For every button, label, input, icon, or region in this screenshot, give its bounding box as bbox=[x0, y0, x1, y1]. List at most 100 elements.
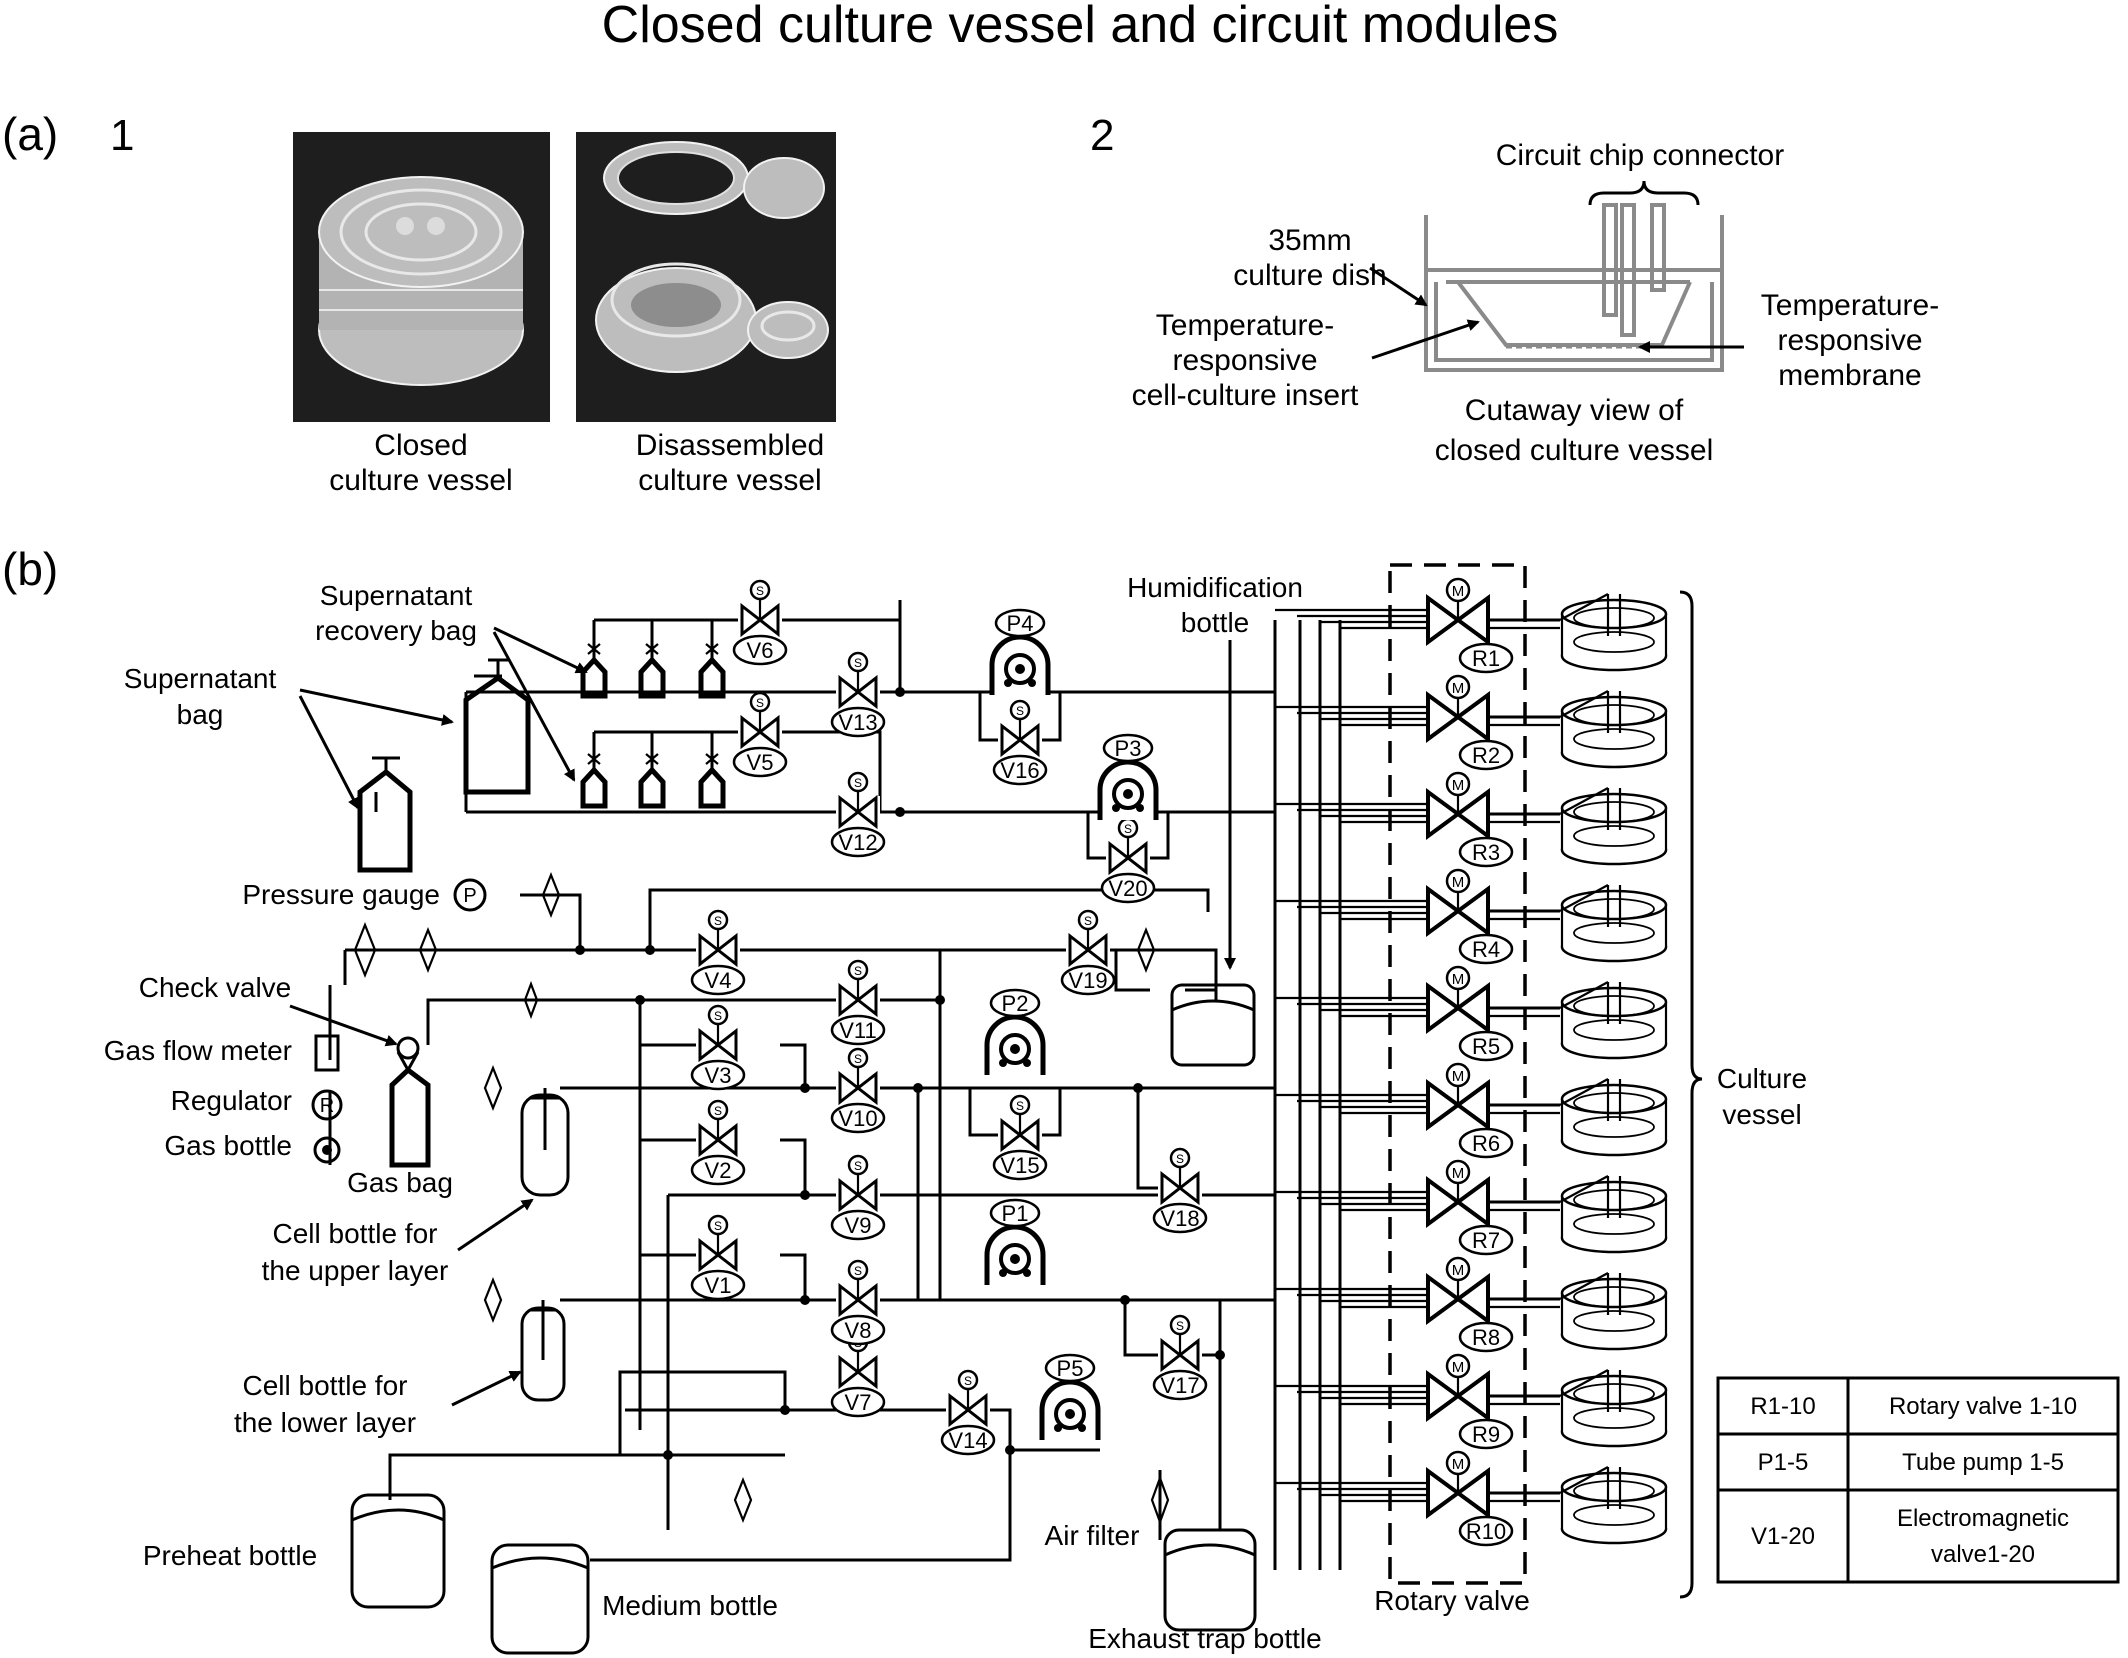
valve-v3: SV3 bbox=[690, 1004, 746, 1091]
motor-label: M bbox=[1452, 680, 1465, 697]
valve-label-v19: V19 bbox=[1068, 968, 1107, 993]
pump-label-p2: P2 bbox=[1002, 991, 1029, 1016]
pump-label-p1: P1 bbox=[1002, 1201, 1029, 1226]
cutaway-label-line1: Cutaway view of bbox=[1465, 394, 1684, 427]
humidification-bottle bbox=[1170, 983, 1256, 1067]
solenoid-label: S bbox=[854, 1264, 862, 1278]
solenoid-label: S bbox=[756, 584, 764, 598]
rotary-label-6: R6 bbox=[1472, 1131, 1500, 1156]
cell-bottle-upper-label-line1: Cell bottle for bbox=[273, 1218, 438, 1249]
disassembled-vessel-caption-line1: Disassembled bbox=[636, 429, 824, 462]
preheat-bottle bbox=[350, 1493, 446, 1609]
valve-label-v14: V14 bbox=[948, 1428, 987, 1453]
exhaust-trap-bottle-label: Exhaust trap bottle bbox=[1088, 1623, 1321, 1654]
valve-label-v11: V11 bbox=[839, 1018, 877, 1043]
rotary-valve-8: MR8 bbox=[1275, 1256, 1560, 1353]
solenoid-label: S bbox=[714, 914, 722, 928]
culture-vessel-label-line2: vessel bbox=[1722, 1099, 1801, 1130]
rotary-valve-1: MR1 bbox=[1275, 577, 1560, 674]
rotary-label-7: R7 bbox=[1472, 1228, 1500, 1253]
solenoid-label: S bbox=[714, 1104, 722, 1118]
solenoid-label: S bbox=[854, 656, 862, 670]
culture-vessel-4 bbox=[1559, 884, 1668, 963]
rotary-label-2: R2 bbox=[1472, 743, 1500, 768]
solenoid-label: S bbox=[854, 776, 862, 790]
cutaway-label-line2: closed culture vessel bbox=[1435, 434, 1713, 467]
valve-label-v10: V10 bbox=[838, 1106, 877, 1131]
air-filter-label: Air filter bbox=[1045, 1520, 1140, 1551]
pump-label-p3: P3 bbox=[1115, 736, 1142, 761]
recovery-bag bbox=[638, 643, 666, 699]
rotary-valve-9: MR9 bbox=[1275, 1353, 1560, 1450]
valve-label-v5: V5 bbox=[747, 750, 774, 775]
motor-label: M bbox=[1452, 971, 1465, 988]
membrane-label-line3: membrane bbox=[1778, 359, 1921, 392]
solenoid-label: S bbox=[1176, 1319, 1184, 1333]
humidification-bottle-label-line2: bottle bbox=[1181, 607, 1250, 638]
regulator-label: Regulator bbox=[171, 1085, 292, 1116]
rotary-label-1: R1 bbox=[1472, 646, 1500, 671]
valve-label-v8: V8 bbox=[845, 1318, 872, 1343]
valve-label-v1: V1 bbox=[705, 1273, 732, 1298]
supernatant-bag-small bbox=[357, 756, 413, 873]
culture-vessel-6 bbox=[1559, 1078, 1668, 1157]
dish-label-line1: 35mm bbox=[1268, 224, 1351, 257]
rotary-valve-2: M R2 bbox=[1275, 674, 1560, 771]
motor-label: M bbox=[1452, 1456, 1465, 1473]
motor-label: M bbox=[1452, 777, 1465, 794]
gas-bottle bbox=[313, 1136, 341, 1164]
solenoid-label: S bbox=[1016, 704, 1024, 718]
valve-label-v18: V18 bbox=[1160, 1206, 1199, 1231]
panel-a1-number: 1 bbox=[110, 111, 134, 160]
closed-vessel-caption-line1: Closed bbox=[374, 429, 467, 462]
disassembled-vessel-photo bbox=[576, 132, 836, 422]
valve-label-v7: V7 bbox=[845, 1390, 872, 1415]
solenoid-label: S bbox=[854, 964, 862, 978]
valve-label-v17: V17 bbox=[1160, 1373, 1199, 1398]
rotary-label-8: R8 bbox=[1472, 1325, 1500, 1350]
valve-v10: S V10 bbox=[830, 1047, 886, 1134]
panel-a-label: (a) bbox=[2, 108, 58, 160]
culture-vessel-9 bbox=[1559, 1369, 1668, 1448]
pressure-gauge-label: Pressure gauge bbox=[242, 879, 440, 910]
valve-v5: S V5 bbox=[732, 691, 788, 778]
supernatant-bag-label-line1: Supernatant bbox=[124, 663, 277, 694]
valve-v11: S V11 bbox=[830, 959, 886, 1046]
legend-desc-1: Rotary valve 1-10 bbox=[1889, 1393, 2077, 1420]
solenoid-label: S bbox=[1084, 914, 1092, 928]
closed-vessel-caption-line2: culture vessel bbox=[329, 464, 512, 497]
motor-label: M bbox=[1452, 1165, 1465, 1182]
closed-vessel-photo bbox=[293, 132, 550, 422]
rotary-valve-10: M R10 bbox=[1275, 1450, 1560, 1547]
solenoid-label: S bbox=[964, 1374, 972, 1388]
supernatant-recovery-bag-label-line1: Supernatant bbox=[320, 580, 473, 611]
membrane-label-line1: Temperature- bbox=[1761, 289, 1939, 322]
valve-v2: S V2 bbox=[690, 1099, 746, 1186]
rotary-valve-4: MR4 bbox=[1275, 868, 1560, 965]
circuit-pipes bbox=[328, 600, 1342, 1570]
valve-label-v20: V20 bbox=[1108, 876, 1147, 901]
disassembled-vessel-caption-line2: culture vessel bbox=[638, 464, 821, 497]
filter-symbols bbox=[353, 872, 1170, 1526]
insert-label-line1: Temperature- bbox=[1156, 309, 1334, 342]
valve-v7: SV7 bbox=[830, 1331, 886, 1418]
culture-vessel-8 bbox=[1559, 1272, 1668, 1351]
cell-bottle-upper bbox=[520, 1088, 570, 1197]
svg-text:R: R bbox=[320, 1095, 334, 1117]
solenoid-label: S bbox=[854, 1052, 862, 1066]
pump-p3: P3 bbox=[1097, 733, 1159, 820]
pump-p5: P5 bbox=[1039, 1353, 1101, 1440]
rotary-label-10: R10 bbox=[1466, 1519, 1506, 1544]
valve-label-v2: V2 bbox=[705, 1158, 732, 1183]
valve-label-v12: V12 bbox=[838, 830, 877, 855]
rotary-label-3: R3 bbox=[1472, 840, 1500, 865]
culture-vessel-2 bbox=[1559, 690, 1668, 769]
solenoid-label: S bbox=[756, 696, 764, 710]
valve-label-v16: V16 bbox=[1000, 758, 1039, 783]
cell-bottle-lower-label-line2: the lower layer bbox=[234, 1407, 416, 1438]
circuit-chip-connector-label: Circuit chip connector bbox=[1496, 139, 1784, 172]
